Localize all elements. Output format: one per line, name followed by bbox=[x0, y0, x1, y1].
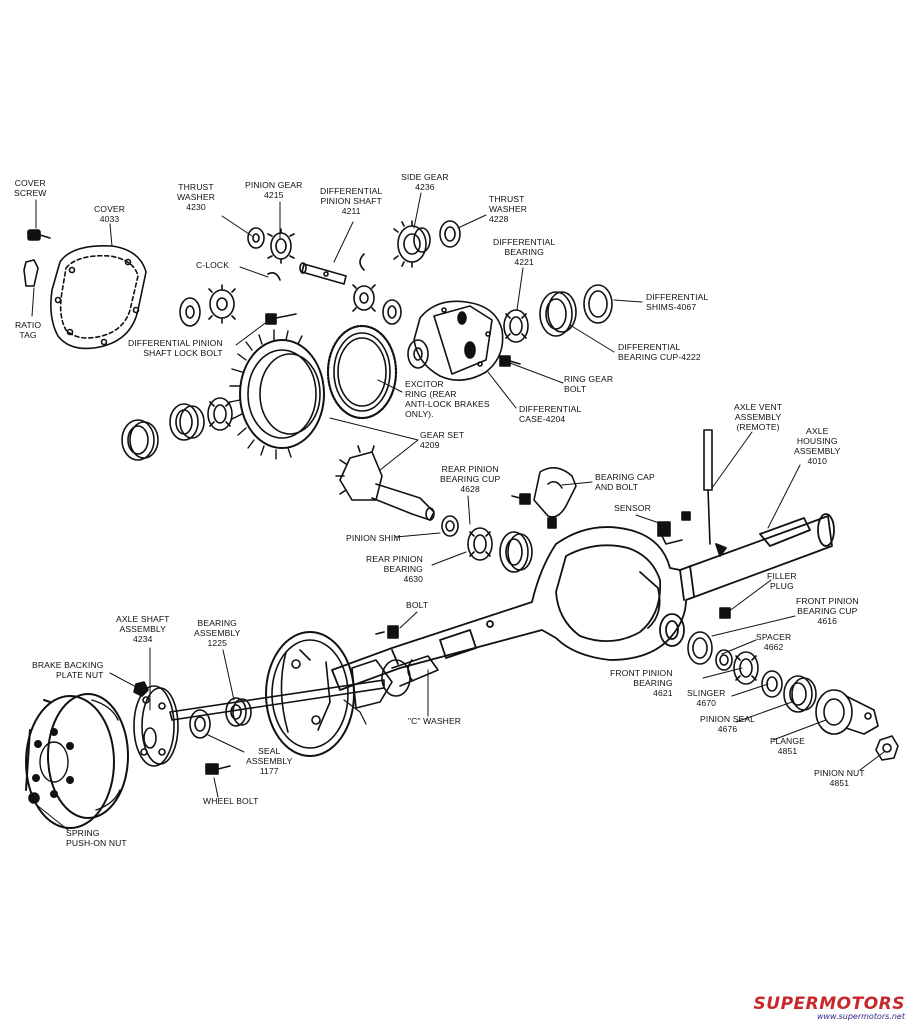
seal-assembly-icon bbox=[189, 709, 211, 739]
label-shaft-lock-bolt: DIFFERENTIAL PINION SHAFT LOCK BOLT bbox=[128, 338, 223, 358]
label-rear-pinion-bearing-cup: REAR PINION BEARING CUP 4628 bbox=[440, 464, 501, 494]
label-rear-pinion-bearing: REAR PINION BEARING 4630 bbox=[366, 554, 423, 584]
label-wheel-bolt: WHEEL BOLT bbox=[203, 796, 259, 806]
differential-case-icon bbox=[407, 300, 504, 381]
label-axle-vent: AXLE VENT ASSEMBLY (REMOTE) bbox=[734, 402, 783, 432]
pinion-bearing-left-icon bbox=[169, 403, 205, 441]
pinion-bearing-cup-left-icon bbox=[121, 419, 159, 461]
ring-gear-bolt-icon bbox=[499, 355, 521, 367]
housing-bolt-icon bbox=[375, 625, 399, 639]
bearing-cap-icon bbox=[511, 467, 577, 529]
label-differential-pinion-shaft: DIFFERENTIAL PINION SHAFT 4211 bbox=[320, 186, 383, 216]
ratio-tag-icon bbox=[23, 259, 39, 287]
label-flange: FLANGE 4851 bbox=[770, 736, 805, 756]
differential-pinion-shaft-icon bbox=[299, 262, 347, 285]
label-filler-plug: FILLER PLUG bbox=[767, 571, 797, 591]
brake-drum-icon bbox=[25, 693, 129, 829]
label-differential-case: DIFFERENTIAL CASE-4204 bbox=[519, 404, 582, 424]
slinger-icon bbox=[761, 670, 783, 698]
axle-shaft-icon bbox=[169, 655, 439, 721]
front-pinion-bearing-cup-icon bbox=[687, 631, 713, 665]
excitor-ring-icon bbox=[326, 324, 398, 420]
pinion-seal-icon bbox=[783, 675, 817, 713]
label-ratio-tag: RATIO TAG bbox=[15, 320, 42, 340]
label-bearing-assembly: BEARING ASSEMBLY 1225 bbox=[194, 618, 241, 648]
label-pinion-seal: PINION SEAL 4676 bbox=[700, 714, 756, 734]
label-slinger: SLINGER 4670 bbox=[687, 688, 726, 708]
spring-push-on-nut-icon bbox=[28, 792, 40, 804]
axle-flange-icon bbox=[133, 685, 179, 767]
label-seal-assembly: SEAL ASSEMBLY 1177 bbox=[246, 746, 293, 776]
label-spacer: SPACER 4662 bbox=[756, 632, 792, 652]
axle-housing-icon bbox=[331, 513, 835, 691]
rear-pinion-bearing-icon bbox=[467, 527, 493, 561]
watermark-brand: SUPERMOTORS bbox=[753, 994, 905, 1014]
filler-plug-icon bbox=[719, 607, 731, 619]
supermotors-watermark: SUPERMOTORS www.supermotors.net bbox=[754, 994, 905, 1021]
c-washer-icon bbox=[407, 659, 413, 681]
cover-screw-icon bbox=[27, 229, 51, 241]
label-axle-shaft-assembly: AXLE SHAFT ASSEMBLY 4234 bbox=[116, 614, 170, 644]
label-cover-screw: COVER SCREW bbox=[14, 178, 47, 198]
shaft-lock-bolt-icon bbox=[265, 313, 297, 325]
label-c-lock: C-LOCK bbox=[196, 260, 230, 270]
label-front-pinion-bearing-cup: FRONT PINION BEARING CUP 4616 bbox=[796, 596, 859, 626]
label-pinion-nut: PINION NUT 4851 bbox=[814, 768, 865, 788]
wheel-bolt-icon bbox=[205, 763, 231, 775]
label-axle-housing: AXLE HOUSING ASSEMBLY 4010 bbox=[794, 426, 841, 466]
ring-gear-icon bbox=[229, 329, 325, 460]
front-pinion-bearing-icon bbox=[733, 651, 759, 685]
label-c-washer: "C" WASHER bbox=[408, 716, 462, 726]
label-differential-shims: DIFFERENTIAL SHIMS-4067 bbox=[646, 292, 709, 312]
axle-vent-assembly-icon bbox=[703, 429, 713, 545]
c-lock-icon bbox=[267, 253, 365, 281]
label-pinion-gear: PINION GEAR 4215 bbox=[245, 180, 303, 200]
drive-pinion-icon bbox=[335, 445, 435, 521]
label-ring-gear-bolt: RING GEAR BOLT bbox=[564, 374, 614, 394]
pinion-gear-mid-icons bbox=[208, 284, 376, 324]
side-gear-icon bbox=[393, 220, 431, 268]
rear-pinion-bearing-cup-icon bbox=[499, 531, 533, 573]
label-spring-push-on-nut: SPRING PUSH-ON NUT bbox=[66, 828, 127, 848]
differential-cover-icon bbox=[50, 245, 147, 350]
watermark-site: www.supermotors.net bbox=[816, 1012, 905, 1021]
label-differential-bearing: DIFFERENTIAL BEARING 4221 bbox=[493, 237, 556, 267]
label-side-gear: SIDE GEAR 4236 bbox=[401, 172, 449, 192]
bearing-assembly-icon bbox=[225, 697, 252, 727]
sensor-icon bbox=[657, 511, 691, 545]
thrust-washer-left-icon bbox=[247, 227, 265, 249]
leader-lines bbox=[31, 192, 885, 831]
label-gear-set: GEAR SET 4209 bbox=[420, 430, 465, 450]
label-bolt: BOLT bbox=[406, 600, 429, 610]
flange-icon bbox=[815, 689, 879, 735]
label-excitor-ring: EXCITOR RING (REAR ANTI-LOCK BRAKES ONLY… bbox=[405, 379, 490, 419]
pinion-nut-icon bbox=[875, 735, 899, 761]
label-differential-bearing-cup: DIFFERENTIAL BEARING CUP-4222 bbox=[618, 342, 701, 362]
thrust-washer-mid-icons bbox=[179, 297, 402, 327]
label-sensor: SENSOR bbox=[614, 503, 651, 513]
brake-backing-plate-nut-icon bbox=[133, 681, 149, 697]
differential-bearing-icon bbox=[503, 309, 529, 343]
label-thrust-washer-right: THRUST WASHER 4228 bbox=[489, 194, 528, 224]
thrust-washer-right-icon bbox=[439, 220, 461, 248]
label-front-pinion-bearing: FRONT PINION BEARING 4621 bbox=[610, 668, 673, 698]
pinion-shim-icon bbox=[441, 515, 459, 537]
label-pinion-shim: PINION SHIM bbox=[346, 533, 401, 543]
pinion-bearing-roller-icon bbox=[207, 397, 233, 431]
differential-shims-icon bbox=[583, 284, 613, 324]
label-cover: COVER 4033 bbox=[94, 204, 126, 224]
label-bearing-cap: BEARING CAP AND BOLT bbox=[595, 472, 655, 492]
differential-bearing-cup-icon bbox=[539, 291, 577, 337]
brake-backing-plate-icon bbox=[265, 631, 367, 757]
label-brake-backing-plate-nut: BRAKE BACKING PLATE NUT bbox=[32, 660, 104, 680]
pinion-gear-icon bbox=[267, 228, 295, 264]
label-thrust-washer-left: THRUST WASHER 4230 bbox=[177, 182, 216, 212]
spacer-icon bbox=[715, 649, 733, 671]
